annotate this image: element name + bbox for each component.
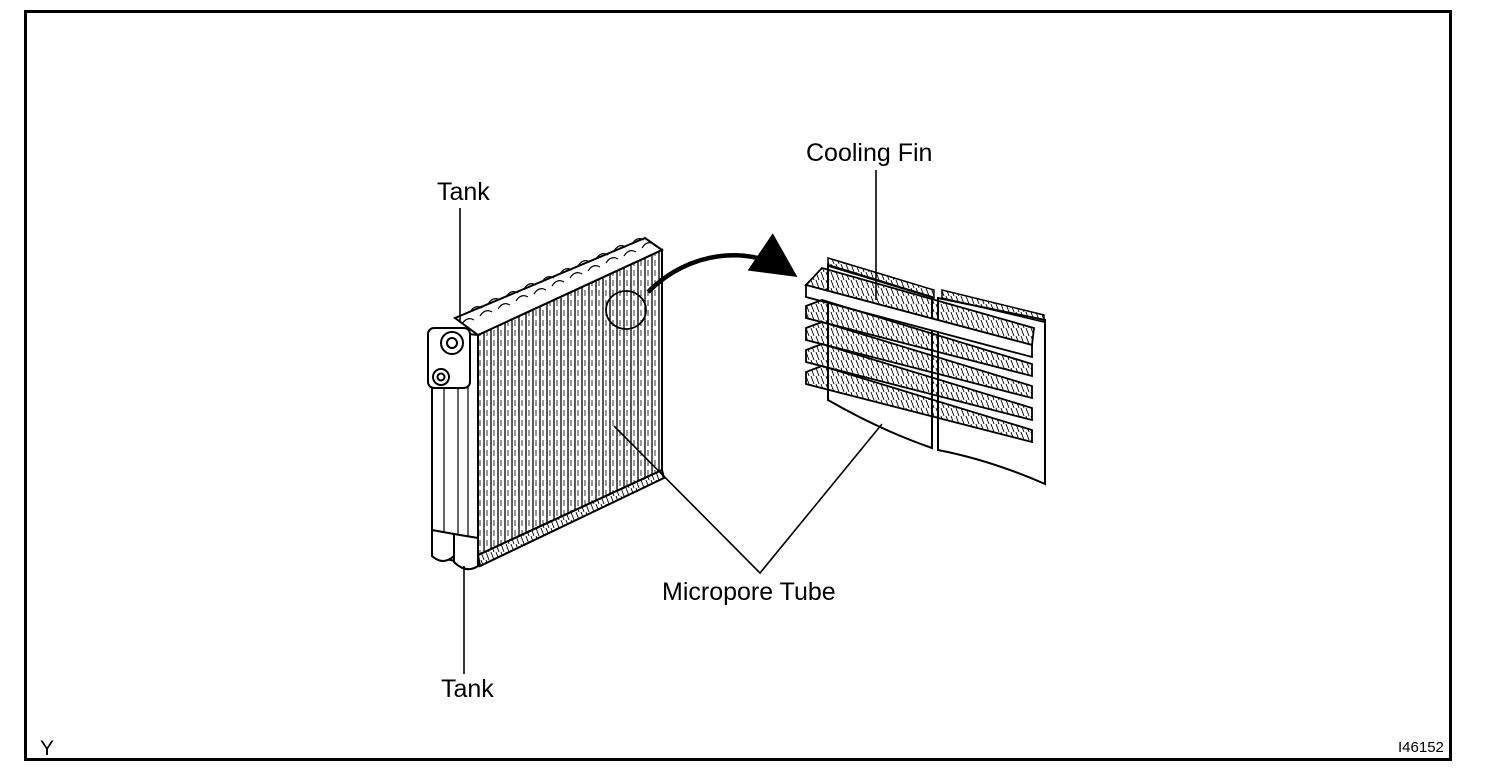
zoom-arrow: [646, 233, 798, 294]
fin-detail: [804, 256, 1046, 486]
bottom-header: [476, 468, 666, 568]
tank-bottom-label: Tank: [441, 675, 494, 703]
micropore-tube-label: Micropore Tube: [662, 578, 836, 606]
leader-micropore-tube: [613, 423, 883, 575]
corner-mark-left: Y: [40, 737, 55, 760]
detail-circle: [605, 290, 647, 330]
cooling-fin-label: Cooling Fin: [806, 139, 933, 167]
top-header: [452, 236, 664, 337]
leader-lines: [459, 170, 883, 674]
cooling-fin-layers: [804, 266, 1035, 444]
figure-number: I46152: [1398, 739, 1444, 756]
pipe-fittings: [427, 327, 471, 389]
top-header-ribs: [461, 238, 655, 325]
evaporator: [427, 236, 666, 571]
tank-top-label: Tank: [437, 178, 490, 206]
diagram-frame: [24, 10, 1452, 761]
bottom-tank-lobes: [431, 528, 479, 571]
